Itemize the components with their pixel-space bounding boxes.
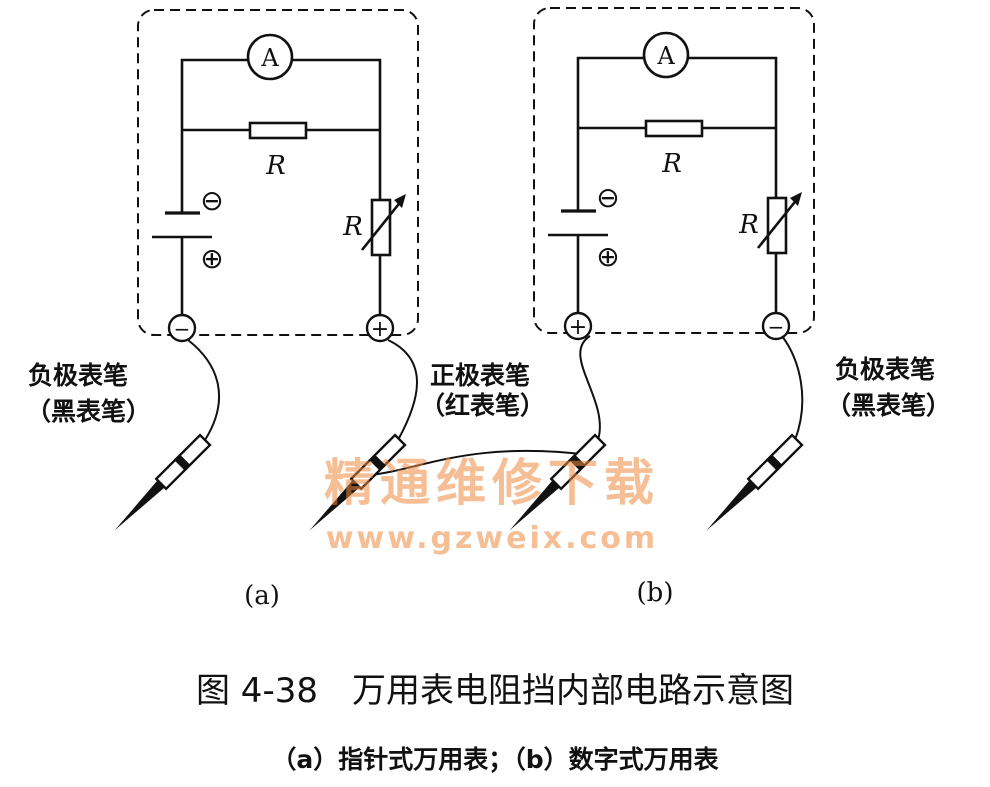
- watermark-url: www.gzweix.com: [326, 521, 658, 556]
- probe-a-red: [309, 433, 407, 531]
- probe-a-black: [114, 433, 212, 531]
- variable-resistor-label-a: R: [342, 212, 363, 242]
- panel-b-label: (b): [637, 578, 674, 608]
- figure-caption: 图 4-38 万用表电阻挡内部电路示意图: [196, 671, 794, 711]
- terminal-plus-a: +: [371, 317, 389, 342]
- probe-b-red: [509, 433, 607, 531]
- figure-subcaption: （a）指针式万用表；（b）数字式万用表: [271, 745, 719, 774]
- label-b-negative-probe: 负极表笔: [835, 355, 935, 384]
- label-a-positive-probe: 正极表笔: [430, 361, 530, 390]
- watermark-title: 精通维修下载: [324, 454, 660, 512]
- resistor-label-b: R: [661, 149, 682, 179]
- terminal-minus-a: −: [174, 317, 191, 341]
- terminal-plus-b: +: [569, 315, 587, 340]
- ammeter-symbol-a: A: [260, 44, 279, 72]
- probe-b-black: [706, 433, 804, 531]
- battery-minus-a: ⊖: [200, 184, 223, 217]
- battery-plus-a: ⊕: [200, 242, 223, 275]
- panel-a-label: (a): [244, 581, 280, 611]
- ammeter-symbol-b: A: [656, 42, 675, 70]
- battery-plus-b: ⊕: [596, 240, 619, 273]
- terminal-minus-b: −: [768, 315, 785, 339]
- probe-leads: [187, 335, 804, 476]
- battery-minus-b: ⊖: [596, 181, 619, 214]
- variable-resistor-label-b: R: [738, 210, 759, 240]
- label-a-negative-probe: 负极表笔: [28, 361, 128, 390]
- label-b-black-probe: （黑表笔）: [826, 391, 951, 420]
- resistor-label-a: R: [265, 151, 286, 181]
- label-a-black-probe: （黑表笔）: [26, 397, 151, 426]
- label-a-red-probe: （红表笔）: [420, 391, 545, 420]
